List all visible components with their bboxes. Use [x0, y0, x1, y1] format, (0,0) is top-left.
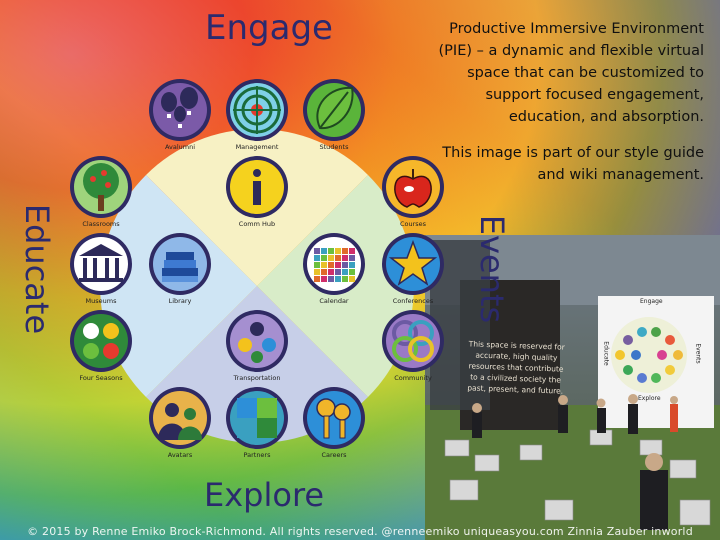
- hot-air-balloons-icon: [149, 79, 211, 141]
- mini-label-educate: Educate: [602, 341, 610, 366]
- icon-label: Classrooms: [82, 220, 120, 228]
- mini-label-engage: Engage: [640, 298, 663, 305]
- icon-label: Transportation: [233, 374, 281, 382]
- description-panel: Productive Immersive Environment (PIE) –…: [420, 18, 704, 200]
- icon-label: Comm Hub: [238, 220, 276, 228]
- virtual-world-screenshot: [425, 235, 720, 540]
- mini-label-events: Events: [694, 343, 702, 364]
- icon-label: Avalumni: [164, 143, 196, 151]
- copyright-footer: © 2015 by Renne Emiko Brock-Richmond. Al…: [27, 525, 693, 538]
- leaf-icon: [303, 79, 365, 141]
- star-icon: [382, 233, 444, 295]
- icon-grid: [70, 79, 444, 449]
- icon-label: Students: [319, 143, 349, 151]
- calendar-grid-icon: [303, 233, 365, 295]
- description-paragraph-2: This image is part of our style guide an…: [442, 145, 704, 183]
- books-icon: [149, 233, 211, 295]
- people-silhouettes-icon: [149, 387, 211, 449]
- section-title-explore: Explore: [204, 476, 325, 514]
- info-icon: [226, 156, 288, 218]
- museum-columns-icon: [70, 233, 132, 295]
- mini-label-explore: Explore: [638, 395, 661, 402]
- icon-label: Management: [235, 143, 279, 151]
- icon-label: Four Seasons: [79, 374, 123, 382]
- icon-label: Museums: [85, 297, 117, 305]
- section-title-engage: Engage: [205, 8, 333, 48]
- celtic-knot-icon: [382, 310, 444, 372]
- icon-label: Conferences: [392, 297, 434, 305]
- section-title-educate: Educate: [18, 203, 56, 335]
- icon-label: Community: [394, 374, 432, 382]
- icon-label: Careers: [321, 451, 347, 459]
- apple-tree-icon: [70, 156, 132, 218]
- puzzle-pieces-icon: [226, 387, 288, 449]
- radar-grid-icon: [226, 79, 288, 141]
- icon-label: Calendar: [319, 297, 349, 305]
- icon-label: Library: [168, 297, 192, 305]
- section-title-events: Events: [473, 214, 511, 324]
- four-seasons-icon: [70, 310, 132, 372]
- keys-icon: [303, 387, 365, 449]
- icon-label: Courses: [399, 220, 427, 228]
- description-paragraph-1: Productive Immersive Environment (PIE) –…: [438, 21, 704, 125]
- board-text: This space is reserved for accurate, hig…: [467, 339, 565, 396]
- apple-icon: [382, 156, 444, 218]
- transportation-icon: [226, 310, 288, 372]
- icon-label: Avatars: [167, 451, 193, 459]
- icon-label: Partners: [243, 451, 271, 459]
